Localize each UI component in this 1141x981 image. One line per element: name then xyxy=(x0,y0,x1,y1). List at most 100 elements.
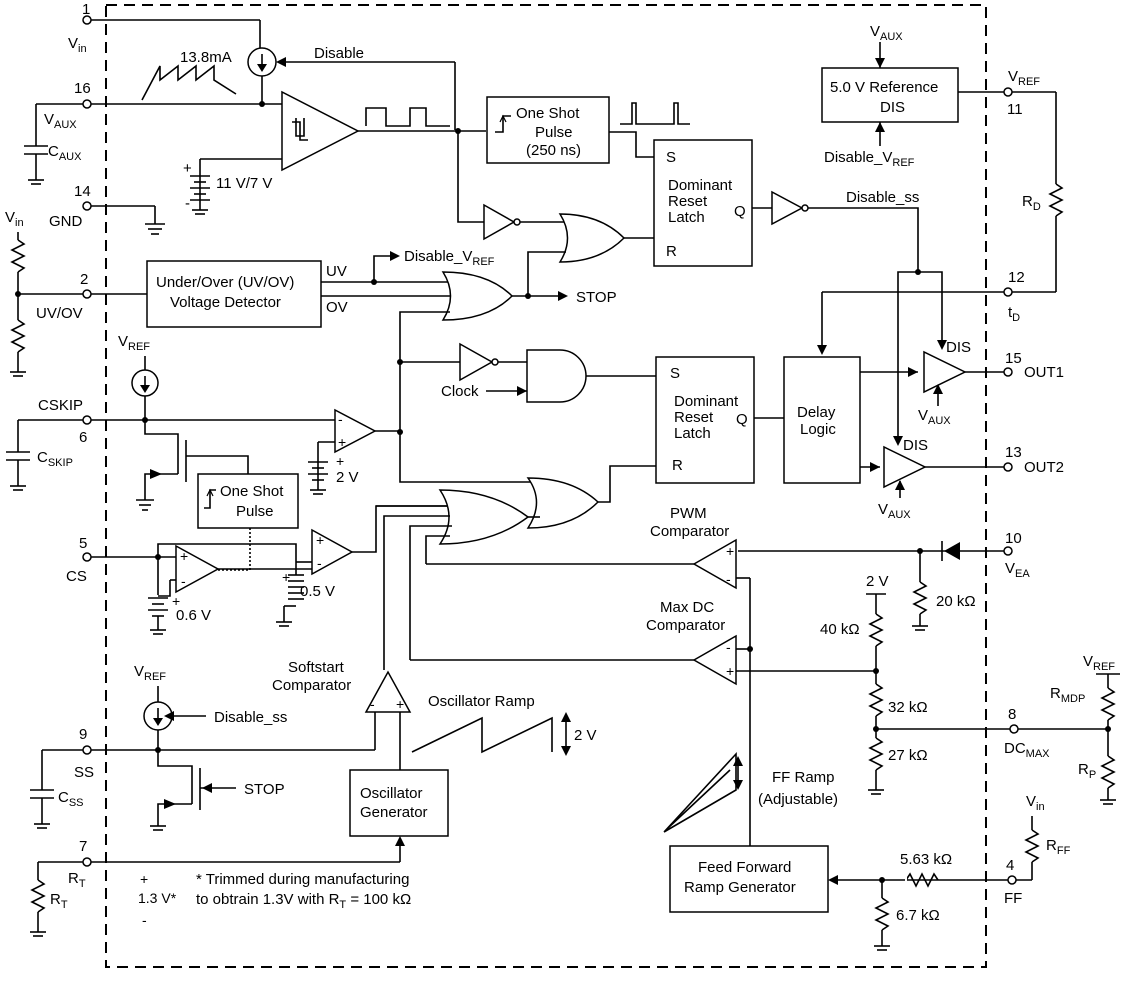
pin-number: 14 xyxy=(74,183,91,200)
max-dc-comparator: - + Max DC Comparator xyxy=(410,578,876,846)
plus-sign: + xyxy=(282,569,290,585)
uvov-voltage-detector: Under/Over (UV/OV) Voltage Detector UV O… xyxy=(146,260,348,328)
pulse-icon xyxy=(620,102,690,125)
ov-label: OV xyxy=(326,299,348,316)
pin-number: 12 xyxy=(1008,269,1025,286)
minus-sign: - xyxy=(185,195,190,212)
caux-label: CAUX xyxy=(48,143,82,163)
pin-label: GND xyxy=(49,213,83,230)
pin-label: CSKIP xyxy=(38,397,83,414)
one-shot-pulse-2: One Shot Pulse xyxy=(197,473,299,529)
disable-line: Disable xyxy=(276,45,456,130)
ss-capacitor: CSS xyxy=(30,750,84,829)
pin-label: VAUX xyxy=(44,111,77,131)
latch-pin: R xyxy=(672,457,683,474)
or-gate-1 xyxy=(558,213,626,263)
pin-label: UV/OV xyxy=(36,305,83,322)
vaux-label: VAUX xyxy=(870,23,903,43)
block-line: Pulse xyxy=(236,503,274,520)
block-line: One Shot xyxy=(220,483,284,500)
pin-label: CS xyxy=(66,568,87,585)
block-line: Reset xyxy=(668,193,708,210)
pin-vea: 10 VEA xyxy=(738,530,1030,580)
oscillator-ramp-label: Oscillator Ramp xyxy=(428,693,535,710)
or-gate-stop xyxy=(441,271,514,321)
pin-number: 9 xyxy=(79,726,87,743)
stop-input-label: STOP xyxy=(244,781,285,798)
minus-sign: - xyxy=(142,912,147,928)
pin-vaux: 16 VAUX xyxy=(36,80,284,131)
block-line: DIS xyxy=(880,99,905,116)
minus-sign: - xyxy=(726,571,731,587)
pin-dcmax: 8 DCMAX xyxy=(876,706,1108,760)
delay-logic: Delay Logic xyxy=(783,356,861,484)
r40k-label: 40 kΩ xyxy=(820,621,860,638)
pin-number: 2 xyxy=(80,271,88,288)
uvov-divider: Vin xyxy=(5,209,26,377)
one-shot-pulse-250ns: One Shot Pulse (250 ns) xyxy=(486,96,610,164)
plus-sign: + xyxy=(140,871,148,887)
pin-rt: 7 RT xyxy=(38,838,400,890)
latch-pin: Q xyxy=(734,203,746,220)
vin-label: Vin xyxy=(5,209,24,229)
pin-label: VREF xyxy=(1008,68,1040,88)
plus-sign: + xyxy=(172,593,180,609)
or-gate-4 xyxy=(526,477,600,529)
comparator-label: Max DC xyxy=(660,599,714,616)
plus-sign: + xyxy=(726,663,734,679)
block-line: Logic xyxy=(800,421,836,438)
block-line: 5.0 V Reference xyxy=(830,79,938,96)
plus-sign: + xyxy=(180,548,188,564)
dis-label: DIS xyxy=(946,339,971,356)
block-line: Ramp Generator xyxy=(684,879,796,896)
minus-sign: - xyxy=(370,696,375,712)
hysteresis-ref-label: 11 V/7 V xyxy=(216,175,272,192)
two-v-label: 2 V xyxy=(866,573,889,590)
vin-current-source: 13.8mA xyxy=(180,20,277,107)
pin-number: 6 xyxy=(79,429,87,446)
rff-label: RFF xyxy=(1046,837,1071,857)
minus-sign: - xyxy=(181,573,186,589)
disable-ss-label: Disable_ss xyxy=(846,189,919,206)
block-line: Pulse xyxy=(535,124,573,141)
cskip-mosfet xyxy=(136,420,249,511)
two-v-label: 2 V xyxy=(336,469,359,486)
block-line: Under/Over (UV/OV) xyxy=(156,274,294,291)
minus-sign: - xyxy=(338,411,343,427)
note-line: * Trimmed during manufacturing xyxy=(196,871,409,888)
v13-label: 1.3 V* xyxy=(138,890,177,906)
uv-label: UV xyxy=(326,263,347,280)
pin-label: RT xyxy=(68,870,86,890)
trim-note: * Trimmed during manufacturing to obtrai… xyxy=(196,871,411,911)
r27k-label: 27 kΩ xyxy=(888,747,928,764)
v13-reference: + 1.3 V* - xyxy=(138,871,177,928)
pin-td: 12 tD xyxy=(822,269,1056,324)
or-gate-reset xyxy=(438,489,530,545)
rd-label: RD xyxy=(1022,193,1041,213)
cskip-comparator: - + + 2 V xyxy=(308,408,403,495)
pin-ss: 9 SS xyxy=(42,726,375,781)
block-line: Generator xyxy=(360,804,428,821)
plus-sign: + xyxy=(396,696,404,712)
comparator-label: Comparator xyxy=(272,677,351,694)
out1-driver: DIS VAUX xyxy=(918,339,971,427)
pin-number: 13 xyxy=(1005,444,1022,461)
pin-vref: VREF 11 xyxy=(958,68,1056,118)
ff-resistors: 5.63 kΩ 6.7 kΩ Vin RFF xyxy=(874,793,1071,951)
rt-resistor: RT xyxy=(30,862,68,937)
pin-label: tD xyxy=(1008,304,1020,324)
block-line: Latch xyxy=(668,209,705,226)
latch-pin: Q xyxy=(736,411,748,428)
disable-vref-label: Disable_VREF xyxy=(824,149,915,169)
block-line: Dominant xyxy=(674,393,739,410)
block-line: Oscillator xyxy=(360,785,423,802)
r563k-label: 5.63 kΩ xyxy=(900,851,952,868)
block-line: Latch xyxy=(674,425,711,442)
pin-uvov: 2 UV/OV xyxy=(18,271,147,322)
dcmax-divider: 2 V 40 kΩ 32 kΩ 27 kΩ xyxy=(820,573,928,795)
r20k-label: 20 kΩ xyxy=(936,593,976,610)
rt-label: RT xyxy=(50,891,68,911)
cs-comparator-0p6v: + - + 0.6 V xyxy=(148,544,220,635)
comparator-label: Softstart xyxy=(288,659,345,676)
